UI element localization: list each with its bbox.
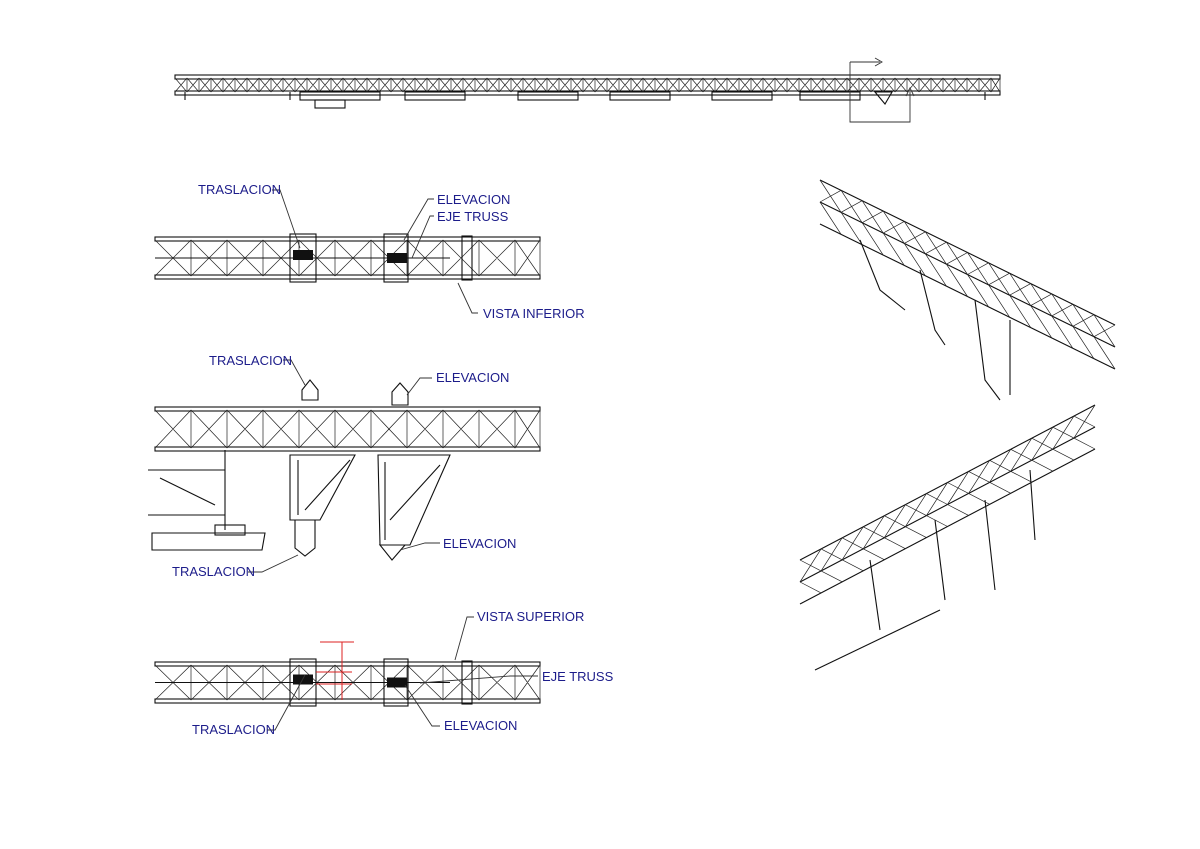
hanger-bracket <box>873 91 893 105</box>
label-eje-truss-superior: EJE TRUSS <box>542 669 614 684</box>
carriage-4 <box>711 91 773 101</box>
carriage-0 <box>299 91 381 101</box>
carriage-1 <box>404 91 466 101</box>
iso-lower-side-beam <box>814 609 941 671</box>
carriage-2 <box>517 91 579 101</box>
plan-inferior-end-frame <box>461 235 473 281</box>
plan-superior-top-chord <box>154 661 541 667</box>
side-beam <box>151 532 266 551</box>
plan-superior-traslacion-plate <box>289 658 317 707</box>
label-traslacion-lateral-bottom: TRASLACION <box>172 564 255 579</box>
side-plate <box>214 524 246 536</box>
plan-inferior-traslacion-plate <box>289 233 317 283</box>
main-truss-bottom-chord <box>174 90 1001 96</box>
elevacion-hook <box>378 544 407 561</box>
label-vista-inferior: VISTA INFERIOR <box>483 306 585 321</box>
plan-superior-motor-1 <box>387 677 407 688</box>
plan-inferior-top-chord <box>154 236 541 242</box>
elev-truss-top-chord <box>154 406 541 412</box>
elevacion-block <box>391 382 409 406</box>
iso-upper-lacing <box>819 179 1116 370</box>
label-elevacion-lateral-bottom: ELEVACION <box>443 536 516 551</box>
drive-unit <box>314 99 346 109</box>
elev-truss-bottom-chord <box>154 446 541 452</box>
label-elevacion-superior: ELEVACION <box>444 718 517 733</box>
traslacion-trolley <box>294 519 316 557</box>
drawing-geometry <box>148 57 1116 707</box>
plan-inferior-elevacion-plate <box>383 233 409 283</box>
main-truss-diagonals <box>174 77 1001 93</box>
plan-inferior-motor-1 <box>387 253 407 263</box>
label-traslacion-superior: TRASLACION <box>192 722 275 737</box>
label-vista-superior: VISTA SUPERIOR <box>477 609 584 624</box>
iso-lower-frames <box>869 469 1036 631</box>
section-arrow <box>849 57 915 123</box>
iso-lower-lacing <box>799 404 1096 594</box>
label-elevacion-inferior: ELEVACION <box>437 192 510 207</box>
label-traslacion-lateral-top: TRASLACION <box>209 353 292 368</box>
red-section-marker <box>316 641 354 700</box>
main-truss-top-chord <box>174 74 1001 80</box>
label-elevacion-lateral-top: ELEVACION <box>436 370 509 385</box>
elevacion-frame <box>377 454 451 546</box>
leader-lines <box>248 189 538 731</box>
label-traslacion-inferior: TRASLACION <box>198 182 281 197</box>
carriage-3 <box>609 91 671 101</box>
plan-superior-end-frame <box>461 660 473 705</box>
plan-superior-elevacion-plate <box>383 658 409 707</box>
plan-inferior-bottom-chord <box>154 274 541 280</box>
side-arm <box>148 450 226 530</box>
label-eje-truss-inferior: EJE TRUSS <box>437 209 509 224</box>
elev-truss-diagonals <box>154 409 541 449</box>
iso-upper-frames <box>859 239 1011 401</box>
plan-inferior-motor-0 <box>293 250 313 260</box>
traslacion-frame <box>289 454 356 521</box>
plan-superior-bottom-chord <box>154 698 541 704</box>
traslacion-block <box>301 379 319 401</box>
carriage-5 <box>799 91 861 101</box>
